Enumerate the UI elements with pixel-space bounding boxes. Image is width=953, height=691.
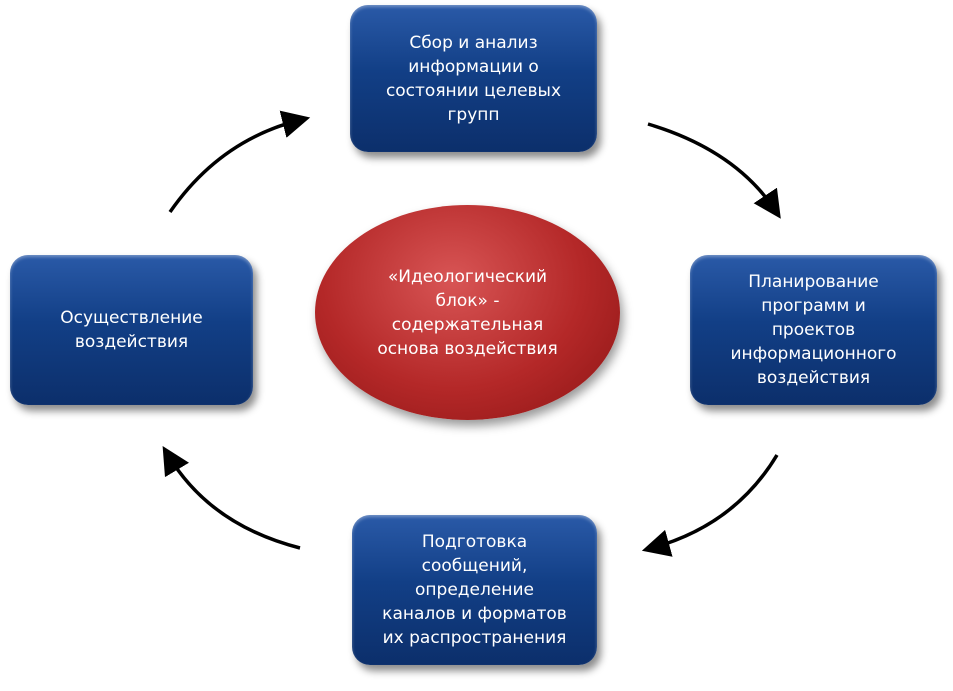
arrow-bottom-to-left [162, 445, 301, 550]
step-preparation: Подготовка сообщений, определение канало… [352, 515, 597, 665]
center-ideological-block: «Идеологический блок» - содержательная о… [315, 205, 620, 420]
arrow-left-to-top [168, 110, 311, 213]
step-collect-analyze: Сбор и анализ информации о состоянии цел… [350, 5, 597, 152]
step-planning: Планирование программ и проектов информа… [690, 255, 937, 405]
arrow-top-to-right [647, 122, 781, 219]
arrow-right-to-bottom [641, 454, 779, 557]
step-implementation: Осуществление воздействия [10, 255, 253, 405]
